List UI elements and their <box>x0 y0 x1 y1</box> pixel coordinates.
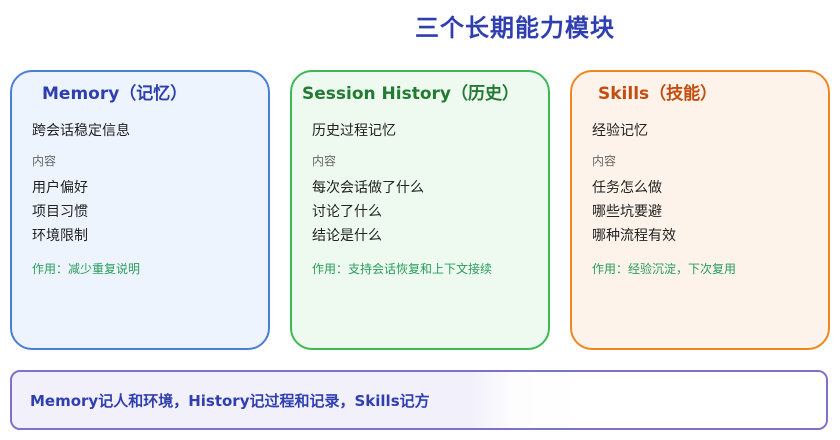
diagram-title: 三个长期能力模块 <box>415 14 615 42</box>
memory-purpose: 作用：减少重复说明 <box>32 262 141 276</box>
session-history-item-list: 每次会话做了什么 讨论了什么 结论是什么 <box>312 176 424 248</box>
list-item: 结论是什么 <box>312 228 382 244</box>
memory-module-heading: 跨会话稳定信息 <box>32 123 130 139</box>
skills-purpose: 作用：经验沉淀，下次复用 <box>592 262 737 276</box>
list-item: 项目习惯 <box>32 204 88 220</box>
list-item: 任务怎么做 <box>592 180 662 196</box>
list-item: 环境限制 <box>32 228 88 244</box>
session-history-module-heading: 历史过程记忆 <box>312 123 396 139</box>
summary-fade-overlay <box>467 372 826 428</box>
session-history-purpose: 作用：支持会话恢复和上下文接续 <box>312 262 493 276</box>
skills-item-list: 任务怎么做 哪些坑要避 哪种流程有效 <box>592 176 676 248</box>
summary-box: Memory记人和环境，History记过程和记录，Skills记方 <box>10 370 828 430</box>
list-item: 每次会话做了什么 <box>312 180 424 196</box>
summary-text: Memory记人和环境，History记过程和记录，Skills记方 <box>30 392 430 410</box>
skills-module-title: Skills（技能） <box>598 84 718 104</box>
list-item: 讨论了什么 <box>312 204 382 220</box>
session-history-module-title: Session History（历史） <box>302 84 519 104</box>
session-history-content-label: 内容 <box>312 154 337 168</box>
skills-content-label: 内容 <box>592 154 617 168</box>
list-item: 哪种流程有效 <box>592 228 676 244</box>
list-item: 哪些坑要避 <box>592 204 662 220</box>
memory-content-label: 内容 <box>32 154 57 168</box>
memory-module-title: Memory（记忆） <box>42 84 188 104</box>
list-item: 用户偏好 <box>32 180 88 196</box>
memory-module-card: Memory（记忆） 跨会话稳定信息 内容 用户偏好 项目习惯 环境限制 作用：… <box>10 70 270 350</box>
memory-item-list: 用户偏好 项目习惯 环境限制 <box>32 176 88 248</box>
skills-module-heading: 经验记忆 <box>592 123 648 139</box>
session-history-module-card: Session History（历史） 历史过程记忆 内容 每次会话做了什么 讨… <box>290 70 550 350</box>
skills-module-card: Skills（技能） 经验记忆 内容 任务怎么做 哪些坑要避 哪种流程有效 作用… <box>570 70 830 350</box>
